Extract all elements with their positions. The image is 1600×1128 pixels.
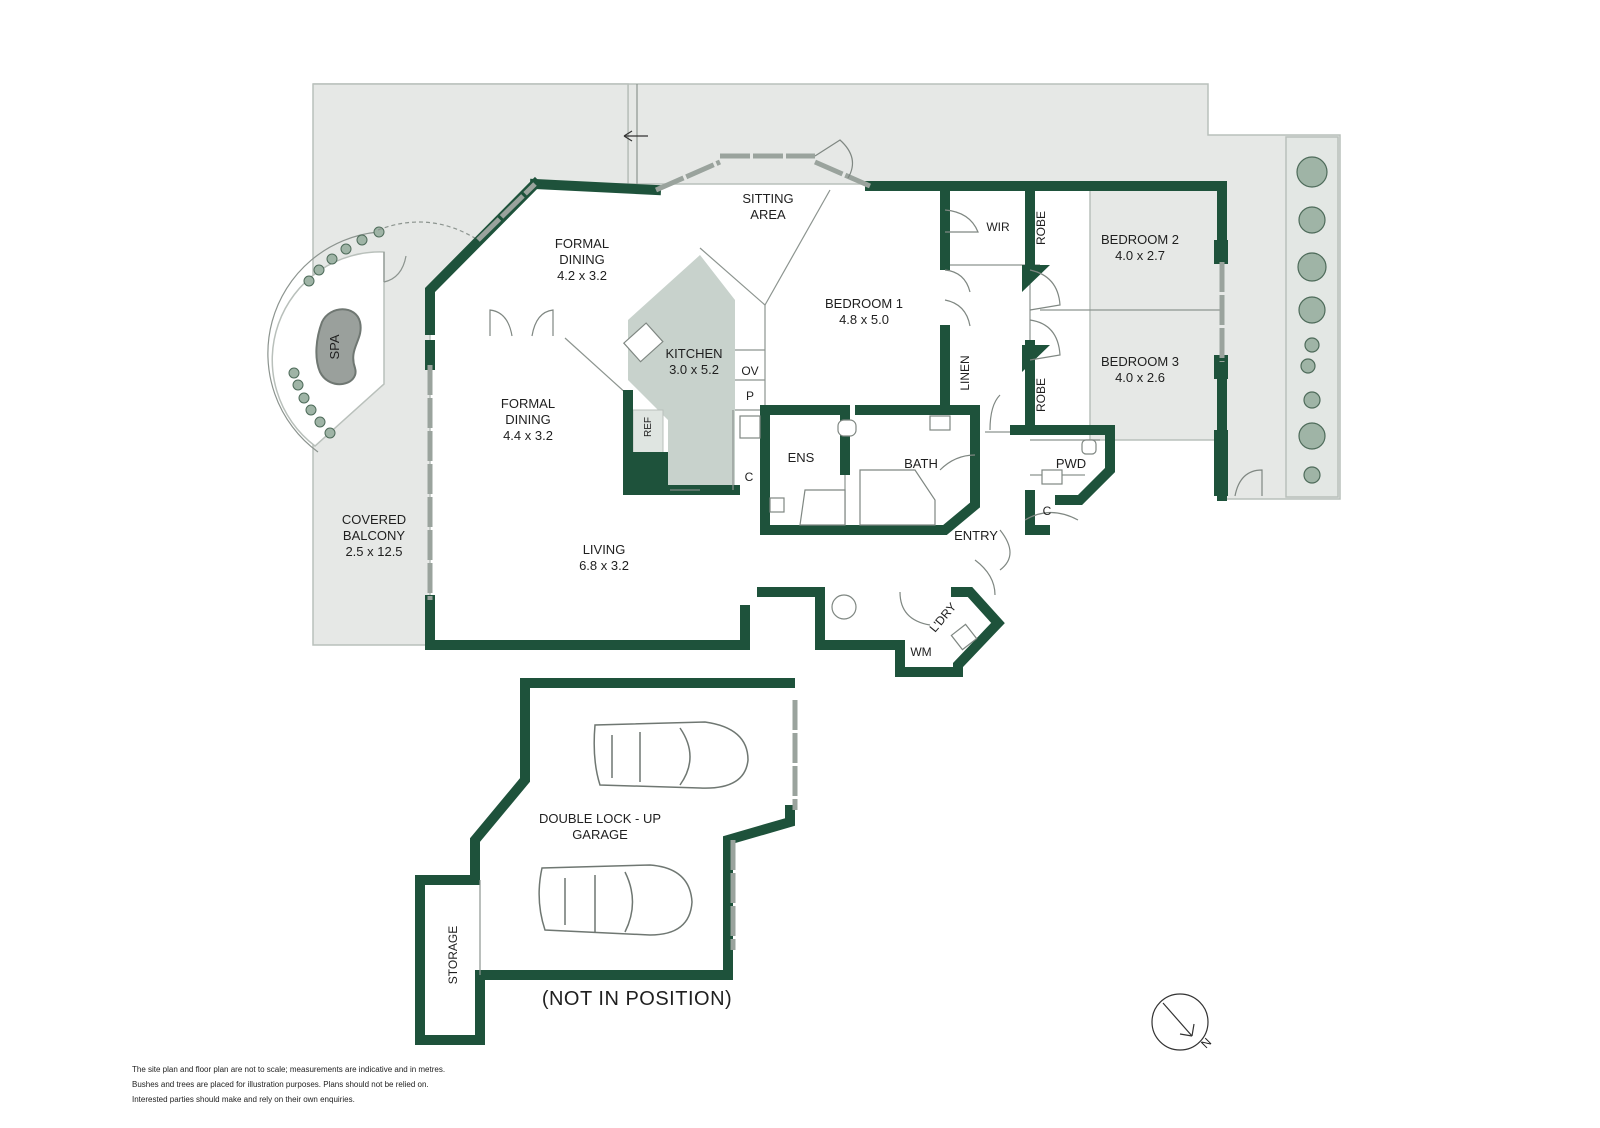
tree-icon bbox=[1298, 422, 1326, 450]
shrub-icon bbox=[298, 392, 310, 404]
room-name: FORMAL bbox=[501, 396, 555, 411]
room-name: GARAGE bbox=[572, 827, 628, 842]
disclaimer-line: Interested parties should make and rely … bbox=[132, 1095, 355, 1104]
linen-label: LINEN bbox=[958, 355, 972, 390]
room-size: 2.5 x 12.5 bbox=[345, 544, 402, 559]
fixtures bbox=[622, 322, 1097, 651]
car-icon bbox=[538, 864, 693, 936]
room-name: FORMAL bbox=[555, 236, 609, 251]
room-size: 3.0 x 5.2 bbox=[669, 362, 719, 377]
room-size: 4.8 x 5.0 bbox=[839, 312, 889, 327]
ov-label: OV bbox=[741, 364, 758, 378]
shrub-icon bbox=[303, 275, 315, 287]
doors bbox=[489, 139, 1263, 626]
room-size: 6.8 x 3.2 bbox=[579, 558, 629, 573]
shrub-icon bbox=[292, 379, 304, 391]
robe-label: ROBE bbox=[1034, 211, 1048, 245]
wm-label: WM bbox=[910, 645, 931, 659]
shrub-icon bbox=[305, 404, 317, 416]
windows bbox=[427, 153, 1225, 600]
room-name: LIVING bbox=[583, 542, 626, 557]
garage-walls bbox=[415, 678, 795, 1045]
ref-label: REF bbox=[643, 417, 654, 437]
shrub-icon bbox=[373, 226, 385, 238]
north-label: N bbox=[1198, 1035, 1214, 1051]
not-in-position-note: (NOT IN POSITION) bbox=[542, 988, 732, 1010]
room-size: 4.2 x 3.2 bbox=[557, 268, 607, 283]
c-label: C bbox=[1043, 504, 1052, 518]
robe-corner bbox=[1022, 265, 1050, 292]
spa-gate-arc bbox=[377, 221, 479, 241]
wall-stub bbox=[1214, 430, 1228, 496]
kitchen-floor bbox=[628, 255, 735, 490]
room-name: SITTING bbox=[742, 191, 793, 206]
room-name: BEDROOM 2 bbox=[1101, 232, 1179, 247]
entry-label: ENTRY bbox=[954, 528, 998, 543]
room-name: DINING bbox=[505, 412, 551, 427]
room-size: 4.0 x 2.7 bbox=[1115, 248, 1165, 263]
tree-icon bbox=[1298, 296, 1326, 324]
room-name: BEDROOM 1 bbox=[825, 296, 903, 311]
tree-icon bbox=[1298, 206, 1326, 234]
disclaimer-line: Bushes and trees are placed for illustra… bbox=[132, 1080, 429, 1089]
room-name: BALCONY bbox=[343, 528, 405, 543]
shrub-icon bbox=[324, 427, 336, 439]
pwd-label: PWD bbox=[1056, 456, 1086, 471]
tree-icon bbox=[1296, 156, 1328, 188]
wall-stub bbox=[1214, 355, 1228, 379]
shrub-icon bbox=[288, 367, 300, 379]
room-name: BEDROOM 3 bbox=[1101, 354, 1179, 369]
disclaimer: The site plan and floor plan are not to … bbox=[132, 1062, 552, 1107]
tree-icons bbox=[1296, 156, 1328, 484]
c-label: C bbox=[745, 470, 754, 484]
shrub-icon bbox=[326, 253, 338, 265]
wir-label: WIR bbox=[986, 220, 1010, 234]
p-label: P bbox=[746, 389, 754, 403]
shrub-icon bbox=[313, 264, 325, 276]
room-name: DINING bbox=[559, 252, 605, 267]
room-size: 4.0 x 2.6 bbox=[1115, 370, 1165, 385]
storage-label: STORAGE bbox=[446, 926, 460, 984]
spa-deck-outline bbox=[267, 231, 379, 453]
bath-label: BATH bbox=[904, 456, 938, 471]
shrub-icon bbox=[356, 234, 368, 246]
tree-icon bbox=[1304, 337, 1320, 353]
laundry-label: L'DRY bbox=[927, 600, 960, 635]
room-name: COVERED bbox=[342, 512, 406, 527]
room-name: AREA bbox=[750, 207, 786, 222]
robe-label: ROBE bbox=[1034, 378, 1048, 412]
walls bbox=[425, 176, 1227, 677]
shrub-icon bbox=[340, 243, 352, 255]
room-name: DOUBLE LOCK - UP bbox=[539, 811, 661, 826]
tree-icon bbox=[1297, 252, 1327, 282]
shrub-icon bbox=[314, 416, 326, 428]
car-icon bbox=[593, 721, 749, 789]
room-size: 4.4 x 3.2 bbox=[503, 428, 553, 443]
direction-arrow-icon bbox=[623, 130, 648, 142]
north-arrow-icon bbox=[1151, 993, 1209, 1051]
tree-icon bbox=[1303, 391, 1321, 409]
ens-label: ENS bbox=[788, 450, 815, 465]
disclaimer-line: The site plan and floor plan are not to … bbox=[132, 1065, 446, 1074]
wall-stub bbox=[1214, 240, 1228, 264]
tree-icon bbox=[1303, 466, 1321, 484]
spa-pool bbox=[315, 308, 362, 386]
spa-shrub-icons bbox=[288, 226, 385, 439]
room-name: KITCHEN bbox=[665, 346, 722, 361]
spa-label: SPA bbox=[327, 334, 342, 359]
spa-gate bbox=[383, 252, 407, 283]
tree-icon bbox=[1300, 358, 1316, 374]
